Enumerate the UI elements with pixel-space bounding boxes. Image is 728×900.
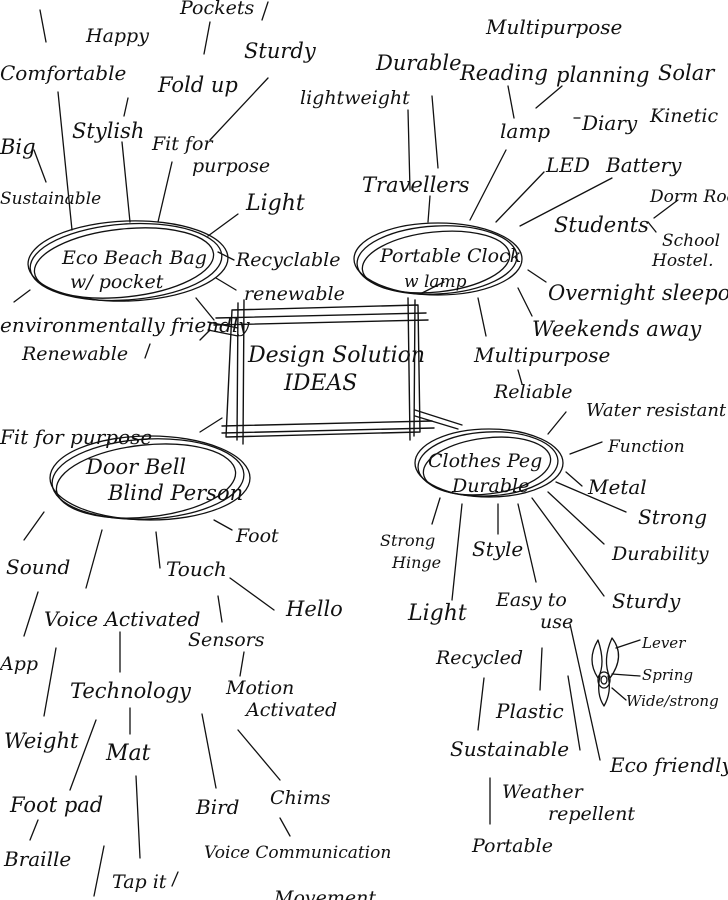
word-sound: Sound (6, 555, 70, 579)
word-strong-hinge-1: Strong (380, 531, 435, 550)
word-sturdy-peg: Sturdy (612, 589, 681, 613)
word-stylish: Stylish (72, 119, 144, 143)
word-pockets: Pockets (179, 0, 254, 19)
hub-ellipse-peg (414, 428, 564, 498)
word-weather: Weather (502, 781, 585, 803)
word-durability: Durability (611, 543, 709, 565)
word-recycled: Recycled (435, 647, 523, 669)
word-multipurpose-mid: Multipurpose (473, 343, 610, 367)
word-sustainable-top: Sustainable (0, 189, 101, 209)
word-water-resistant: Water resistant (586, 400, 727, 421)
word-voice-activated: Voice Activated (44, 607, 200, 631)
word-lamp: lamp (500, 119, 550, 143)
hub-clock-line-2: w lamp (404, 272, 467, 292)
word-weekends: Weekends away (532, 317, 702, 341)
word-spring: Spring (642, 666, 693, 684)
word-solar: Solar (658, 61, 716, 85)
hub-doorbell-line-2: Blind Person (107, 481, 243, 505)
word-function: Function (607, 437, 685, 457)
word-easy-to: Easy to (495, 589, 567, 611)
word-tap-it: Tap it (112, 871, 167, 893)
hub-beach-bag-line-2: w/ pocket (70, 271, 164, 293)
word-school: School (662, 231, 720, 251)
center-title-line-1: Design Solution (247, 343, 425, 368)
word-recyclable: Recyclable (235, 249, 340, 271)
word-strong-hinge-2: Hinge (391, 553, 441, 572)
word-sturdy-top: Sturdy (244, 39, 317, 63)
word-wide-strong: Wide/strong (626, 692, 719, 710)
word-battery: Battery (605, 153, 682, 177)
word-happy: Happy (85, 25, 149, 47)
word-sensors: Sensors (188, 629, 265, 651)
word-portable: Portable (471, 835, 553, 857)
word-app: App (0, 653, 38, 675)
word-lightweight: lightweight (300, 87, 410, 109)
hub-doorbell-line-1: Door Bell (85, 455, 186, 479)
word-plastic: Plastic (495, 699, 564, 723)
word-metal: Metal (587, 475, 647, 499)
word-chims: Chims (270, 787, 331, 809)
hub-clock-line-1: Portable Clock (379, 245, 521, 267)
word-durable-top: Durable (375, 51, 462, 75)
word-sustainable-peg: Sustainable (450, 737, 569, 761)
hub-peg-line-2: Durable (451, 475, 529, 497)
word-activated: Activated (244, 699, 337, 721)
word-env-friendly: environmentally friendly (0, 313, 250, 337)
word-technology: Technology (70, 679, 192, 703)
word-foot: Foot (235, 525, 279, 547)
word-lever: Lever (641, 634, 686, 652)
word-fit-for-purpose: Fit for purpose (0, 425, 152, 449)
word-style: Style (472, 537, 523, 561)
hub-ellipse-clock (353, 222, 523, 296)
word-comfortable: Comfortable (0, 61, 126, 85)
word-foot-pad: Foot pad (9, 793, 103, 817)
word-overnight: Overnight sleepover (548, 281, 728, 305)
word-multipurpose-top: Multipurpose (485, 15, 622, 39)
central-box (213, 297, 435, 445)
word-light-top: Light (245, 191, 305, 216)
word-touch: Touch (166, 557, 227, 581)
word-light-peg: Light (407, 601, 467, 626)
word-renewable-left: Renewable (21, 343, 128, 365)
word-motion: Motion (225, 677, 294, 699)
hub-beach-bag-line-1: Eco Beach Bag (61, 247, 207, 269)
word-hello: Hello (285, 597, 343, 621)
word-repellent: repellent (548, 803, 635, 825)
hub-peg-line-1: Clothes Peg (428, 450, 542, 472)
word-bird: Bird (195, 795, 239, 819)
word-fold-up: Fold up (157, 73, 238, 97)
center-title-line-2: IDEAS (283, 371, 357, 396)
word-reading: Reading (459, 61, 548, 85)
word-reliable: Reliable (493, 381, 573, 403)
word-dorm-room: Dorm Room (649, 187, 728, 207)
word-voice-comm: Voice Communication (204, 843, 391, 863)
word-strong: Strong (638, 505, 707, 529)
word-weight: Weight (4, 729, 79, 753)
word-hostel: Hostel. (651, 251, 714, 271)
word-renewable-right: renewable (244, 283, 345, 305)
peg-sketch-icon (591, 637, 641, 707)
word-movement: Movement (273, 887, 376, 900)
branch-lines (13, 1, 679, 897)
word-led: LED (545, 153, 590, 177)
word-fit-for-top: Fit for (151, 133, 214, 155)
word-planning: planning (556, 63, 649, 87)
word-use: use (540, 611, 573, 633)
word-travellers: Travellers (362, 173, 470, 197)
hub-connectors (199, 281, 463, 433)
word-eco-friendly: Eco friendly (609, 753, 728, 777)
word-kinetic: Kinetic (649, 105, 718, 127)
word-mat: Mat (105, 741, 151, 766)
word-big: Big (0, 135, 36, 159)
word-diary: Diary (581, 111, 638, 135)
word-braille: Braille (3, 847, 71, 871)
hub-ellipse-doorbell (49, 435, 251, 521)
word-students: Students (554, 213, 649, 237)
word-purpose-top: purpose (192, 155, 270, 177)
